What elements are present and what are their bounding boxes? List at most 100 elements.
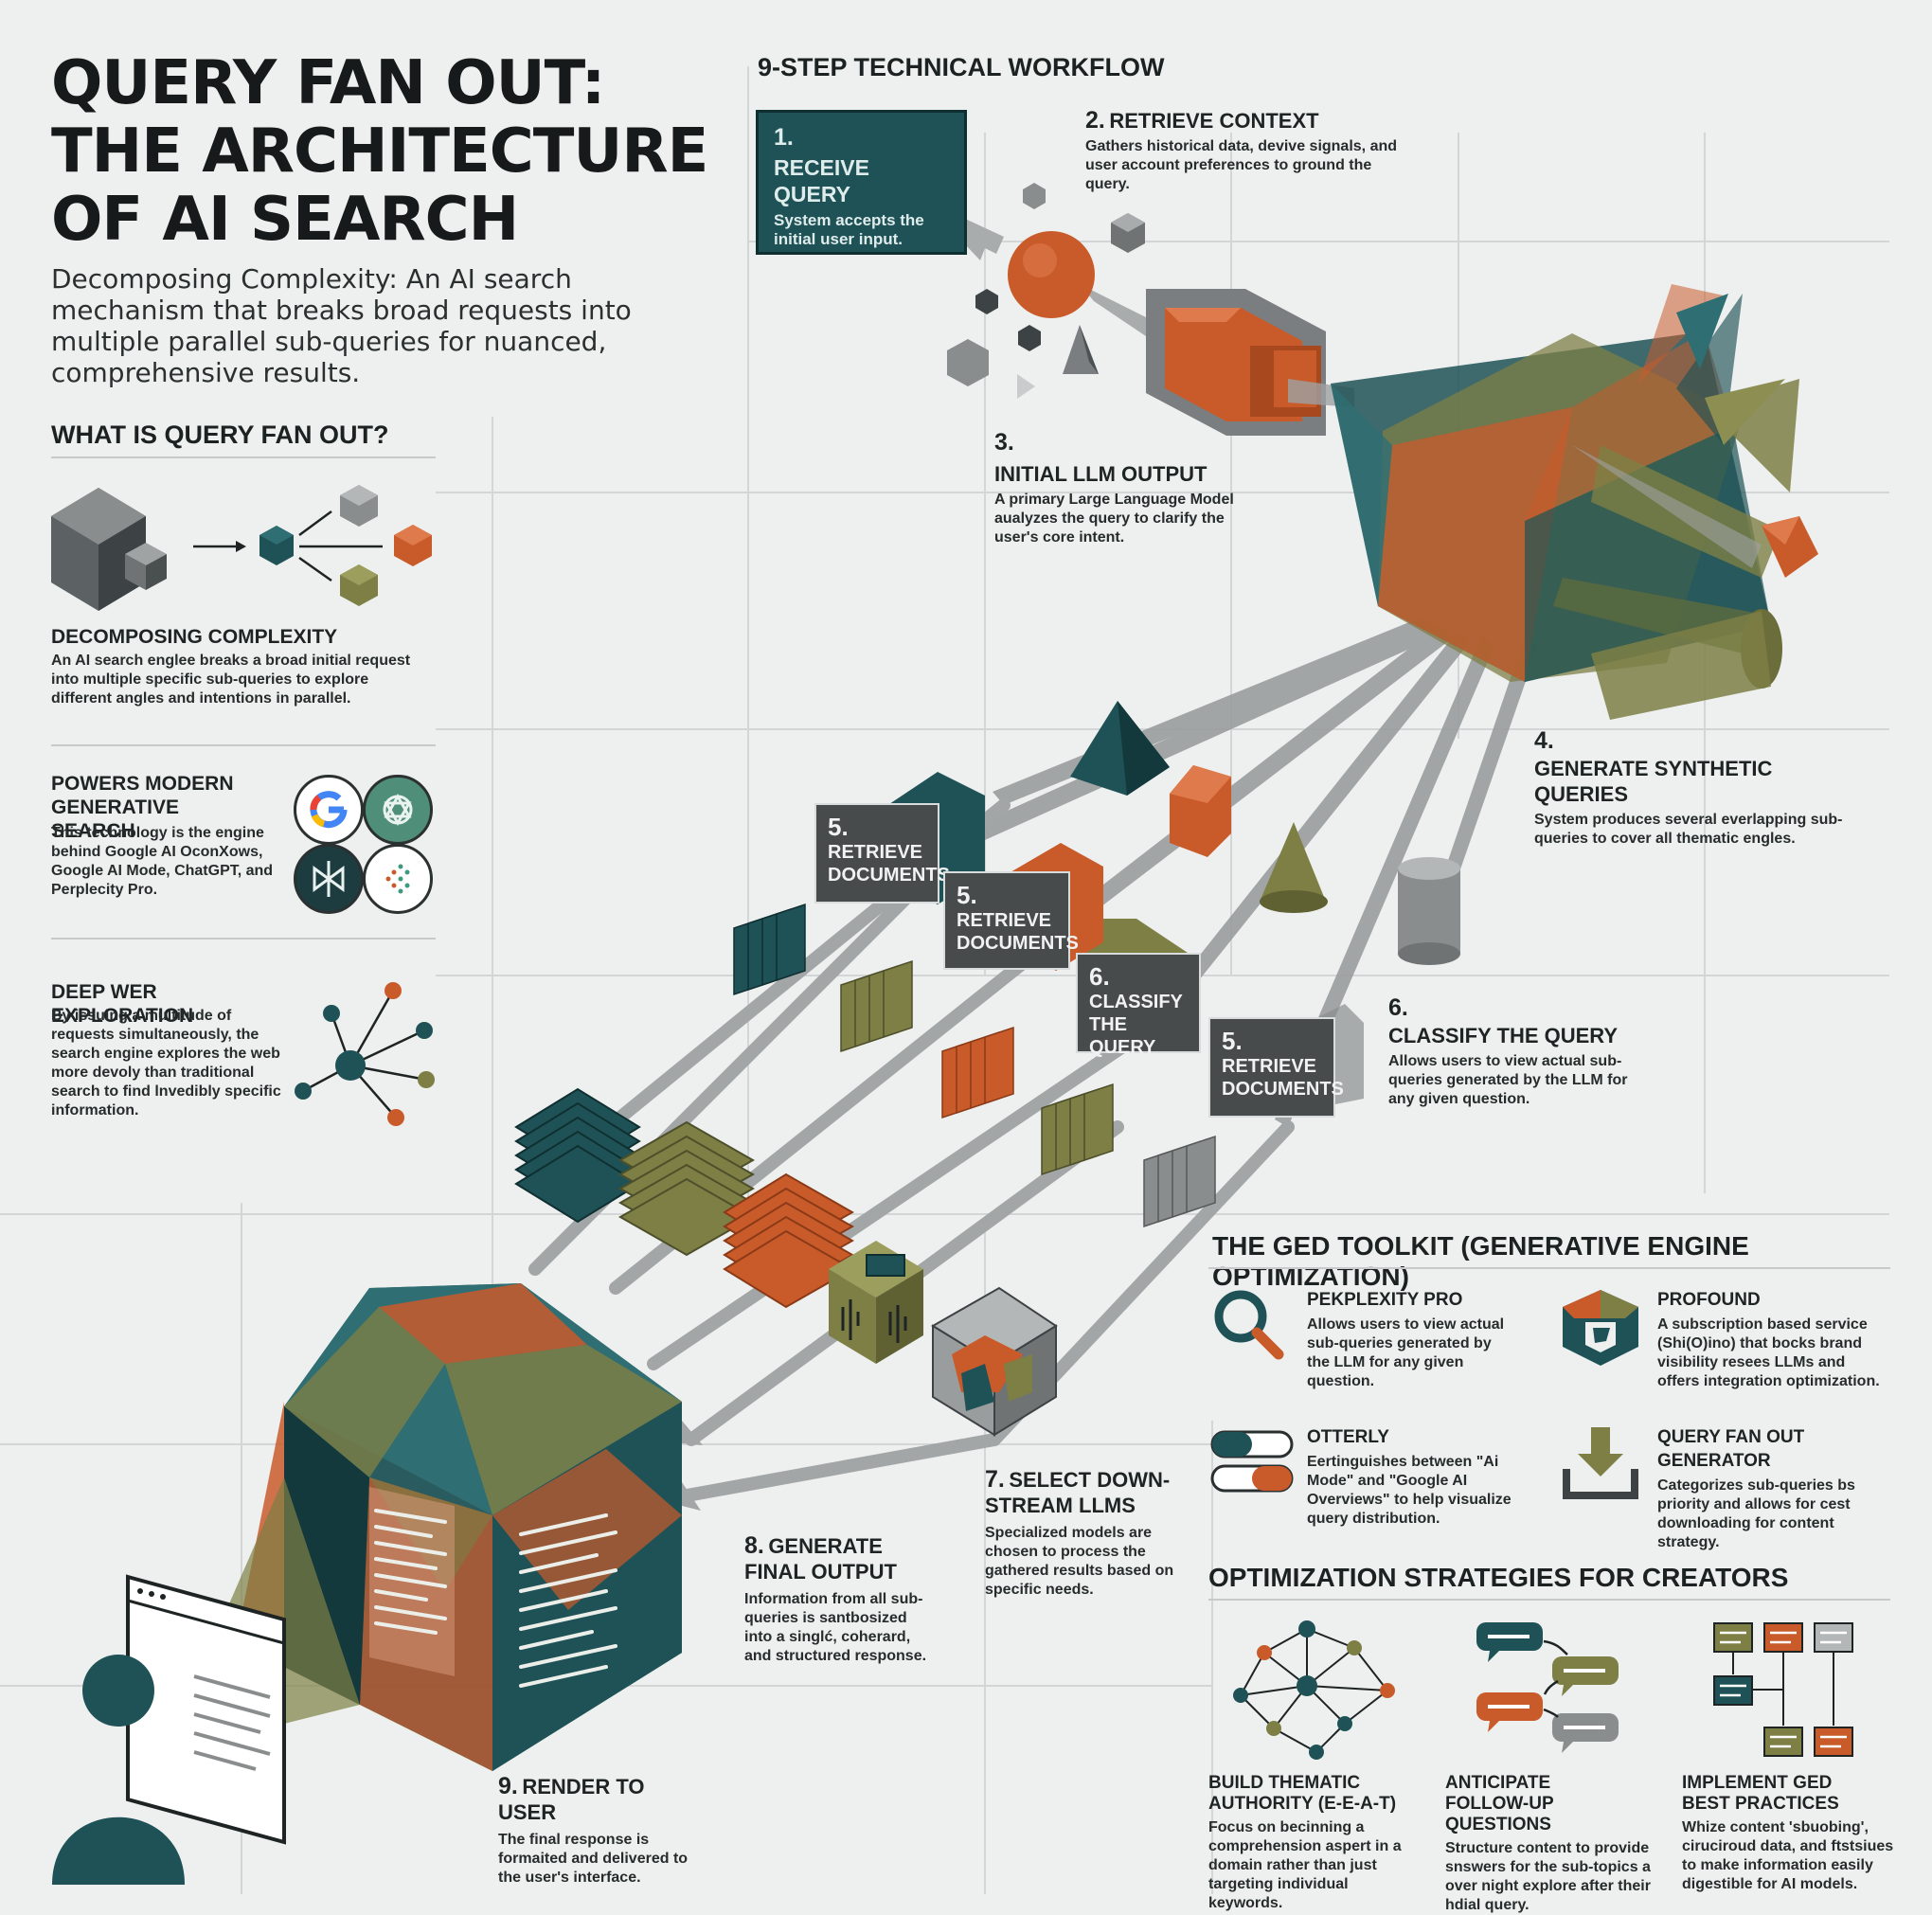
card-line-1: RETRIEVE	[1222, 1056, 1317, 1077]
step-3-text: A primary Large Language Model aualyzes …	[994, 492, 1234, 546]
step-3-number: 3.	[994, 429, 1014, 456]
step-8: 8. GENERATE FINAL OUTPUT Information fro…	[744, 1532, 934, 1666]
workflow-heading: 9-STEP TECHNICAL WORKFLOW	[758, 53, 1165, 81]
decomposing-title: DECOMPOSING COMPLEXITY	[51, 626, 338, 648]
tool-text: Eertinguishes between "Ai Mode" and "Goo…	[1307, 1454, 1512, 1527]
step-2-number: 2.	[1085, 107, 1105, 134]
chat-bubbles-icon	[1476, 1622, 1619, 1753]
toggle-pills-icon	[1210, 1430, 1294, 1493]
divider	[51, 744, 436, 746]
strategy-title-1: BUILD THEMATIC	[1208, 1773, 1361, 1793]
card-line-1: RETRIEVE	[828, 842, 923, 863]
powers-text: This technology is the engine behind Goo…	[51, 825, 274, 898]
card-number: 5.	[828, 813, 849, 841]
toolkit-heading: THE GED TOOLKIT (GENERATIVE ENGINE OPTIM…	[1212, 1231, 1749, 1291]
magnifier-icon	[1214, 1290, 1284, 1360]
card-number: 6.	[1089, 962, 1110, 991]
title-line-1: QUERY FAN OUT:	[51, 48, 605, 118]
step-8-number: 8.	[744, 1532, 764, 1559]
step-6-title: CLASSIFY THE QUERY	[1388, 1024, 1619, 1047]
step-4-title: GENERATE SYNTHETIC QUERIES	[1534, 757, 1773, 806]
step-7-title: SELECT DOWN-STREAM LLMS	[985, 1468, 1171, 1517]
strategy-title-2: AUTHORITY (E-E-A-T)	[1208, 1794, 1397, 1814]
strategy-title-2: FOLLOW-UP QUESTIONS	[1445, 1794, 1554, 1834]
divider	[51, 938, 436, 940]
final-output-cube	[284, 1283, 682, 1771]
strategy-text: Structure content to provide snswers for…	[1445, 1840, 1651, 1913]
decompose-cubes-icon	[51, 485, 432, 611]
llm-cube-2	[931, 1286, 1058, 1437]
strategies-heading: OPTIMIZATION STRATEGIES FOR CREATORS	[1208, 1563, 1789, 1592]
orange-stack	[723, 1172, 855, 1309]
profound-logo-icon	[1563, 1290, 1638, 1366]
step-1-box: 1. RECEIVE QUERY System accepts the init…	[756, 110, 967, 255]
divider	[1208, 1267, 1890, 1269]
strategy-text: Focus on becinning a comprehension asper…	[1208, 1819, 1402, 1911]
step-8-title: GENERATE FINAL OUTPUT	[744, 1534, 897, 1584]
tool-text: A subscription based service (Shi(O)ino)…	[1657, 1316, 1880, 1389]
card-number: 5.	[957, 881, 977, 909]
step-3: 3. INITIAL LLM OUTPUT A primary Large La…	[994, 429, 1260, 547]
step-7-number: 7.	[985, 1466, 1005, 1493]
strategy-followup: ANTICIPATE FOLLOW-UP QUESTIONS Structure…	[1445, 1773, 1658, 1915]
strategy-title-1: ANTICIPATE	[1445, 1773, 1551, 1793]
classify-query-card: 6. CLASSIFY THE QUERY	[1076, 953, 1201, 1058]
user-avatar-icon	[52, 1655, 185, 1885]
step-9-title: RENDER TO USER	[498, 1775, 645, 1824]
divider	[1208, 1599, 1890, 1601]
step-1-text: System accepts the initial user input.	[774, 211, 924, 248]
tool-perplexity: PEKPLEXITY PRO Allows users to view actu…	[1307, 1288, 1515, 1391]
card-line-2: THE QUERY	[1089, 1014, 1156, 1058]
powers-title: POWERS MODERN GENERATIVE SEARCH	[51, 773, 234, 842]
retrieve-documents-card: 5. RETRIEVE DOCUMENTS	[1208, 1017, 1344, 1118]
tool-profound: PROFOUND A subscription based service (S…	[1657, 1288, 1885, 1391]
step-9-number: 9.	[498, 1773, 518, 1799]
retrieve-documents-card: 5. RETRIEVE DOCUMENTS	[814, 803, 950, 904]
tool-title: OTTERLY	[1307, 1427, 1389, 1447]
step-2-title: RETRIEVE CONTEXT	[1109, 109, 1319, 133]
step-7-text: Specialized models are chosen to process…	[985, 1525, 1174, 1598]
card-line-2: DOCUMENTS	[1222, 1079, 1344, 1100]
card-line-1: RETRIEVE	[957, 910, 1052, 931]
perplexity-logo-icon	[294, 844, 364, 914]
card-line-2: DOCUMENTS	[957, 933, 1079, 954]
step-4-text: System produces several everlapping sub-…	[1534, 812, 1843, 847]
page-title: QUERY FAN OUT: THE ARCHITECTURE OF AI SE…	[51, 49, 714, 254]
tool-title: PEKPLEXITY PRO	[1307, 1290, 1463, 1310]
step-8-text: Information from all sub-queries is sant…	[744, 1591, 927, 1664]
step-1-number: 1.	[774, 124, 794, 151]
tool-otterly: OTTERLY Eertinguishes between "Ai Mode" …	[1307, 1425, 1515, 1529]
google-logo-icon	[294, 775, 364, 845]
step-2-text: Gathers historical data, devive signals,…	[1085, 138, 1398, 192]
retrieve-documents-card: 5. RETRIEVE DOCUMENTS	[943, 871, 1079, 970]
card-number: 5.	[1222, 1027, 1243, 1055]
step-1-title: RECEIVE QUERY	[774, 155, 869, 206]
page-subtitle: Decomposing Complexity: An AI search mec…	[51, 263, 632, 388]
tool-text: Categorizes sub-queries bs priority and …	[1657, 1477, 1855, 1550]
decomposing-text: An AI search englee breaks a broad initi…	[51, 653, 411, 707]
content-blocks-icon	[1713, 1622, 1853, 1757]
card-line-2: DOCUMENTS	[828, 865, 950, 886]
step-2: 2. RETRIEVE CONTEXT Gathers historical d…	[1085, 107, 1398, 194]
step-6-text: Allows users to view actual sub-queries …	[1388, 1053, 1628, 1107]
strategy-title-2: BEST PRACTICES	[1682, 1794, 1839, 1814]
step-4-number: 4.	[1534, 727, 1554, 754]
network-hub-icon	[295, 982, 435, 1126]
tool-title: QUERY FAN OUT GENERATOR	[1657, 1427, 1805, 1471]
step-7: 7. SELECT DOWN-STREAM LLMS Specialized m…	[985, 1466, 1174, 1600]
strategy-text: Whize content 'sbuobing', ciruciroud dat…	[1682, 1819, 1894, 1892]
step-6: 6. CLASSIFY THE QUERY Allows users to vi…	[1388, 994, 1644, 1109]
user-screen-icon	[126, 1574, 286, 1845]
olive-stack	[617, 1120, 756, 1257]
divider	[51, 456, 436, 458]
tool-text: Allows users to view actual sub-queries …	[1307, 1316, 1505, 1389]
what-is-heading: WHAT IS QUERY FAN OUT?	[51, 421, 389, 449]
strategy-title-1: IMPLEMENT GED	[1682, 1773, 1833, 1793]
title-line-3: OF AI SEARCH	[51, 185, 519, 255]
deep-web-title: DEEP WER EXPLORATION	[51, 981, 194, 1027]
llm-cube-1	[829, 1241, 923, 1364]
tool-title: PROFOUND	[1657, 1290, 1761, 1310]
fan-out-beams	[936, 616, 1538, 1127]
step-9-text: The final response is formaited and deli…	[498, 1832, 689, 1886]
